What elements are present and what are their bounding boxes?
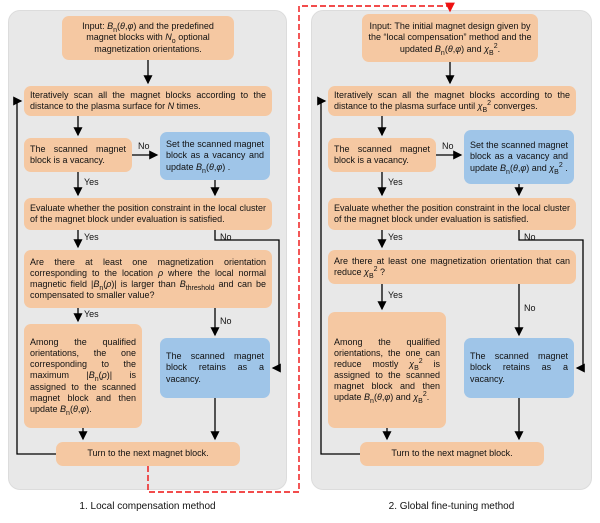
- left-scan-box: Iteratively scan all the magnet blocks a…: [24, 86, 272, 116]
- right-orientation-question-box: Are there at least one magnetization ori…: [328, 250, 576, 284]
- left-label-no-constraint: No: [220, 232, 232, 242]
- left-assign-orientation-text: Among the qualified orientations, the on…: [30, 336, 136, 417]
- right-label-yes-vacancy: Yes: [388, 177, 403, 187]
- right-vacancy-check-box: The scanned magnet block is a vacancy.: [328, 138, 436, 172]
- left-input-box: Input: Bn(θ,φ) and the predefined magnet…: [62, 16, 234, 60]
- left-retain-vacancy-box: The scanned magnet block retains as a va…: [160, 338, 270, 398]
- right-label-no-vacancy: No: [442, 141, 454, 151]
- right-orientation-question-text: Are there at least one magnetization ori…: [334, 255, 570, 280]
- right-label-yes-constraint: Yes: [388, 232, 403, 242]
- left-next-block-box: Turn to the next magnet block.: [56, 442, 240, 466]
- right-vacancy-check-text: The scanned magnet block is a vacancy.: [334, 143, 430, 165]
- right-assign-orientation-text: Among the qualified orientations, the on…: [334, 336, 440, 406]
- right-scan-box: Iteratively scan all the magnet blocks a…: [328, 86, 576, 116]
- left-vacancy-check-text: The scanned magnet block is a vacancy.: [30, 143, 126, 165]
- right-retain-vacancy-box: The scanned magnet block retains as a va…: [464, 338, 574, 398]
- right-caption: 2. Global fine-tuning method: [388, 501, 515, 512]
- right-next-block-box: Turn to the next magnet block.: [360, 442, 544, 466]
- right-set-vacancy-text: Set the scanned magnet block as a vacanc…: [470, 140, 568, 176]
- right-label-no-constraint: No: [524, 232, 536, 242]
- right-retain-vacancy-text: The scanned magnet block retains as a va…: [470, 351, 568, 384]
- right-label-yes-question: Yes: [388, 290, 403, 300]
- left-orientation-question-text: Are there at least one magnetization ori…: [30, 256, 266, 301]
- right-assign-orientation-box: Among the qualified orientations, the on…: [328, 312, 446, 428]
- left-assign-orientation-box: Among the qualified orientations, the on…: [24, 324, 142, 428]
- right-position-constraint-box: Evaluate whether the position constraint…: [328, 198, 576, 230]
- left-label-yes-vacancy: Yes: [84, 177, 99, 187]
- right-input-box: Input: The initial magnet design given b…: [362, 14, 538, 62]
- left-position-constraint-box: Evaluate whether the position constraint…: [24, 198, 272, 230]
- left-vacancy-check-box: The scanned magnet block is a vacancy.: [24, 138, 132, 172]
- left-scan-text: Iteratively scan all the magnet blocks a…: [30, 89, 266, 111]
- left-caption: 1. Local compensation method: [79, 501, 216, 512]
- right-set-vacancy-box: Set the scanned magnet block as a vacanc…: [464, 130, 574, 184]
- left-label-yes-constraint: Yes: [84, 232, 99, 242]
- left-label-no-question: No: [220, 316, 232, 326]
- left-label-yes-question: Yes: [84, 309, 99, 319]
- right-scan-text: Iteratively scan all the magnet blocks a…: [334, 89, 570, 114]
- left-label-no-vacancy: No: [138, 141, 150, 151]
- left-orientation-question-box: Are there at least one magnetization ori…: [24, 250, 272, 308]
- left-set-vacancy-text: Set the scanned magnet block as a vacanc…: [166, 139, 264, 175]
- right-position-constraint-text: Evaluate whether the position constraint…: [334, 202, 570, 224]
- left-position-constraint-text: Evaluate whether the position constraint…: [30, 202, 266, 224]
- right-label-no-question: No: [524, 303, 536, 313]
- right-next-block-text: Turn to the next magnet block.: [391, 448, 513, 459]
- right-input-text: Input: The initial magnet design given b…: [368, 21, 532, 57]
- left-set-vacancy-box: Set the scanned magnet block as a vacanc…: [160, 132, 270, 180]
- left-retain-vacancy-text: The scanned magnet block retains as a va…: [166, 351, 264, 384]
- left-next-block-text: Turn to the next magnet block.: [87, 448, 209, 459]
- left-input-text: Input: Bn(θ,φ) and the predefined magnet…: [82, 21, 214, 54]
